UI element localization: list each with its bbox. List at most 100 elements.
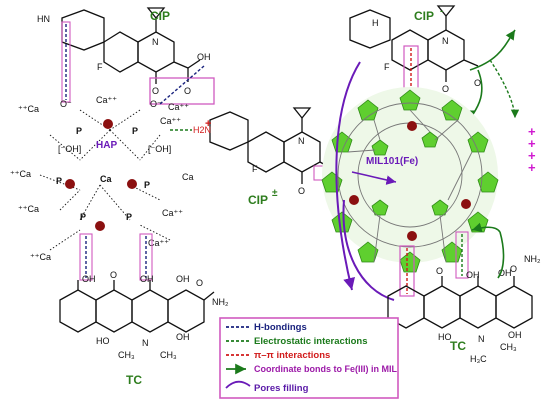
hbond-box-tc: [79, 233, 93, 281]
oh-atom: OH: [82, 274, 96, 284]
f-atom: F: [97, 62, 103, 72]
cip-plus-molecule: [209, 107, 335, 184]
n-atom: N: [142, 338, 149, 348]
ca-atom: Ca⁺⁺: [168, 102, 189, 112]
cip-right-molecule: [349, 5, 479, 82]
oh-atom: OH: [176, 332, 190, 342]
oh-atom: OH: [140, 274, 154, 284]
p-atom: P: [144, 180, 150, 190]
oh-atom: OH: [466, 270, 480, 280]
cip-plus-label: CIP: [248, 193, 268, 207]
o-atom: O: [442, 84, 449, 94]
ca-atom: Ca⁺⁺: [160, 116, 181, 126]
oh-atom: OH: [197, 52, 211, 62]
o-minus: O⁻: [150, 99, 162, 109]
ca-atom: Ca: [182, 172, 194, 182]
mil101-framework: [321, 87, 499, 273]
oh-atom: OH: [176, 274, 190, 284]
hbond-box-tc: [455, 231, 469, 279]
tc-left-molecule: [59, 280, 215, 333]
o-minus: O⁻: [60, 99, 72, 109]
nh2-atom: NH₂: [524, 254, 541, 264]
cip-right-atoms: H N F O O: [372, 18, 481, 94]
h3c-atom: H₃C: [470, 354, 487, 364]
ca-atom: Ca⁺⁺: [148, 238, 169, 248]
mil-label: MIL101(Fe): [366, 156, 418, 167]
tc-left-label: TC: [126, 373, 142, 387]
ca-atom: ⁺⁺Ca: [10, 169, 31, 179]
plus-charge: +: [528, 148, 536, 163]
legend-item-pores: Pores filling: [225, 380, 309, 394]
cip-right-charge: -: [440, 6, 443, 17]
tc-right-molecule: [387, 276, 533, 329]
o-atom: O: [110, 270, 117, 280]
n-atom: N: [298, 136, 305, 146]
legend-label: Pores filling: [254, 383, 309, 394]
acid-highlight-box: [149, 77, 215, 105]
o-atom: O: [184, 86, 191, 96]
minus-oh: [⁻OH]: [148, 144, 171, 154]
hbond-line: [159, 65, 205, 105]
pore-filling-curve: [351, 171, 397, 185]
f-atom: F: [384, 62, 390, 72]
ch3-atom: CH₃: [118, 350, 135, 360]
n-atom: N: [478, 334, 485, 344]
hn-atom: HN: [37, 14, 50, 24]
plus-charge: +: [205, 118, 211, 130]
o-atom: O: [298, 186, 305, 196]
minus-oh: [⁻OH]: [58, 144, 81, 154]
nh2-atom: NH₂: [212, 297, 229, 307]
plus-charge: +: [528, 136, 536, 151]
legend-label: H-bondings: [254, 322, 307, 333]
cip-plus-atoms: H2N F O N: [193, 125, 305, 196]
electrostatic-arrow: [469, 29, 516, 71]
plus-charge: +: [528, 160, 536, 175]
ho-atom: HO: [96, 336, 110, 346]
hap-nodes: [65, 119, 137, 231]
tc-right-atoms: O OH OH O NH₂ OH HO N CH₃ H₃C: [436, 254, 541, 364]
p-atom: P: [126, 212, 132, 222]
ca-atom: ⁺⁺Ca: [30, 252, 51, 262]
h-atom: H: [372, 18, 379, 28]
o-atom: O: [196, 278, 203, 288]
ho-atom: HO: [438, 332, 452, 342]
cip-left-molecule: [61, 7, 201, 84]
o-atom: O: [436, 266, 443, 276]
f-atom: F: [252, 164, 258, 174]
n-atom: N: [442, 36, 449, 46]
cip-left-label: CIP: [150, 9, 170, 23]
o-atom: O: [152, 86, 159, 96]
coordinate-arrow: [471, 222, 501, 233]
legend-item-coordinate: Coordinate bonds to Fe(III) in MIL: [226, 363, 397, 375]
tc-right-label: TC: [450, 339, 466, 353]
o-atom: O: [510, 264, 517, 274]
ca-atom: Ca⁺⁺: [96, 95, 117, 105]
legend-label: Electrostatic interactions: [254, 336, 368, 347]
legend-item-electrostatic: Electrostatic interactions: [226, 336, 368, 347]
ca-atom: ⁺⁺Ca: [18, 204, 39, 214]
legend-label: π–π interactions: [254, 350, 330, 361]
legend: H-bondings Electrostatic interactions π–…: [219, 317, 399, 399]
legend-label: Coordinate bonds to Fe(III) in MIL: [254, 364, 397, 374]
cip-plus-charge: ±: [272, 188, 278, 199]
legend-item-pi: π–π interactions: [226, 350, 330, 361]
ca-atom: Ca: [100, 174, 112, 184]
ch3-atom: CH₃: [500, 342, 517, 352]
ca-atom: ⁺⁺Ca: [18, 104, 39, 114]
pore-filling-curve: [335, 61, 361, 291]
pore-filling-curve: [342, 199, 395, 301]
p-atom: P: [80, 212, 86, 222]
hap-label: HAP: [96, 140, 117, 151]
electrostatic-arrow: [489, 59, 520, 119]
plus-charge: +: [528, 124, 536, 139]
oh-atom: OH: [508, 330, 522, 340]
cip-left-atoms: HN N F O O OH: [37, 14, 211, 96]
tc-left-atoms: OH O OH OH O NH₂ OH HO N CH₃ CH₃: [82, 270, 229, 360]
legend-item-hbond: H-bondings: [226, 322, 307, 333]
o-atom: O: [474, 78, 481, 88]
coordinate-arrow: [497, 231, 505, 279]
h2n-label: H2N: [193, 125, 211, 135]
ch3-atom: CH₃: [160, 350, 177, 360]
pi-box-bottom: [399, 245, 415, 297]
